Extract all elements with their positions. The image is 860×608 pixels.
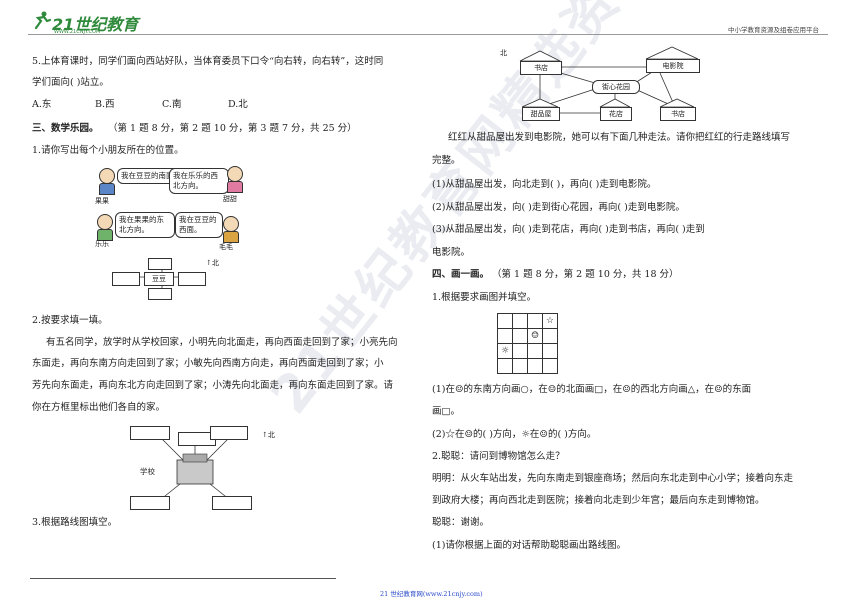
grid-cell[interactable] (542, 358, 558, 374)
footer-text: 21 世纪教育网(www.21cnjy.com) (380, 590, 483, 598)
section4-title: 四、画一画。 (432, 269, 490, 280)
q1-text: 1.请你写出每个小朋友所在的位置。 (32, 145, 184, 156)
kid-lele-body (97, 229, 113, 241)
route-intro-line1: 红红从甜品屋出发到电影院，她可以有下面几种走法。请你把红红的行走路线填写 (448, 132, 791, 143)
bubble-tiantian: 我在乐乐的西北方向。 (169, 168, 229, 194)
kid-guoguo-head (99, 168, 115, 184)
kid-maomao-body (223, 231, 239, 243)
draw-fill1: (1)在☺的东南方向画○，在☺的北面画□，在☺的西北方向画△，在☺的东面 (432, 384, 752, 395)
q2-text: 2.按要求填一填。 (32, 315, 108, 326)
option-a: A.东 (32, 99, 52, 110)
north-label-2: ↑北 (262, 431, 275, 439)
school-label: 学校 (140, 467, 155, 476)
draw-fill2: (2)☆在☺的( )方向，☼在☺的( )方向。 (432, 429, 597, 440)
kid-maomao-head (223, 216, 239, 232)
smiley-icon: ☺ (527, 328, 543, 344)
grid-cell[interactable] (512, 313, 528, 329)
route-3-line2: 电影院。 (432, 247, 471, 258)
q3-text: 3.根据路线图填空。 (32, 517, 118, 528)
grid-cell[interactable] (527, 358, 543, 374)
mingming-line2: 到政府大楼；再向西北走到医院；接着向北走到少年宫；最后向东走到博物馆。 (432, 495, 765, 506)
answer-box-north[interactable] (148, 258, 172, 270)
section3-title: 三、数学乐园。 (32, 123, 99, 134)
home-box-5[interactable] (212, 496, 252, 510)
section3-note: （第 1 题 8 分，第 2 题 10 分，第 3 题 7 分，共 25 分） (108, 123, 357, 134)
grid-cell[interactable] (512, 343, 528, 359)
grid-cell[interactable] (497, 358, 513, 374)
answer-box-south[interactable] (148, 288, 172, 300)
logo: 21世纪教育 WWW.21CNJY.COM (32, 10, 142, 35)
route-3-line1: (3)从甜品屋出发，向( )走到花店，再向( )走到书店，再向( )走到 (432, 224, 705, 235)
home-box-3[interactable] (210, 426, 248, 440)
route-map (519, 46, 699, 114)
kid-tiantian-head (227, 166, 243, 182)
route-intro-line2: 完整。 (432, 155, 461, 166)
grid-cell[interactable] (497, 328, 513, 344)
grid-cell[interactable] (497, 313, 513, 329)
grid-cell[interactable] (542, 328, 558, 344)
map-place-bookstore-2: 书店 (660, 107, 696, 121)
grid-cell[interactable] (512, 358, 528, 374)
map-place-cinema: 电影院 (646, 59, 700, 73)
draw-q2: 2.聪聪：请问到博物馆怎么走？ (432, 451, 565, 462)
logo-text: 21世纪教育 (52, 15, 139, 34)
map-place-garden: 街心花园 (592, 80, 640, 94)
home-box-4[interactable] (130, 496, 170, 510)
grid-cell[interactable] (542, 343, 558, 359)
kids-illustration: 果果 我在豆豆的南面。 我在乐乐的西北方向。 甜甜 乐乐 我在果果的东北方向。 … (95, 162, 255, 254)
grid-cell[interactable] (512, 328, 528, 344)
kid-lele-head (97, 214, 113, 230)
kid-label-guoguo: 果果 (95, 197, 109, 205)
drawing-grid: ☆ ☺ ☼ (497, 313, 558, 374)
map-place-bookstore-1: 书店 (520, 61, 562, 75)
footer-divider (30, 578, 336, 579)
congcong-thanks: 聪聪：谢谢。 (432, 517, 490, 528)
home-box-1[interactable] (130, 426, 170, 440)
mingming-line1: 明明：从火车站出发，先向东南走到银座商场；然后向东北走到中心小学；接着向东走 (432, 473, 794, 484)
north-label-1: ↑北 (206, 259, 219, 267)
grid-cell[interactable] (527, 313, 543, 329)
option-d: D.北 (228, 99, 248, 110)
center-box-doudou: 豆豆 (144, 272, 174, 286)
sun-icon: ☼ (497, 343, 513, 359)
draw-fill1b: 画□。 (432, 406, 460, 417)
kid-label-lele: 乐乐 (95, 240, 109, 248)
option-c: C.南 (162, 99, 182, 110)
kid-tiantian-body (227, 181, 243, 193)
route-2: (2)从甜品屋出发，向( )走到街心花园，再向( )走到电影院。 (432, 202, 685, 213)
q2-line3: 芳先向东面走，再向东北方向走回到了家；小涛先向北面走，再向东面走回到了家。请 (32, 380, 394, 391)
map-place-dessert: 甜品屋 (522, 107, 560, 121)
kid-guoguo-body (99, 183, 115, 195)
option-b: B.西 (95, 99, 115, 110)
map-north-label: 北 (500, 49, 507, 57)
kid-label-maomao: 毛毛 (219, 243, 233, 251)
draw-route-instruction: (1)请你根据上面的对话帮助聪聪画出路线图。 (432, 540, 626, 551)
draw-q1: 1.根据要求画图并填空。 (432, 292, 537, 303)
bubble-maomao: 我在豆豆的西面。 (175, 212, 223, 238)
q5-line2: 学们面向( )站立。 (32, 77, 109, 88)
answer-box-east[interactable] (178, 272, 206, 286)
bubble-lele: 我在果果的东北方向。 (115, 212, 175, 238)
star-icon: ☆ (542, 313, 558, 329)
map-place-flower: 花店 (600, 107, 632, 121)
logo-url: WWW.21CNJY.COM (54, 29, 101, 35)
header-divider (28, 34, 828, 35)
grid-cell[interactable] (527, 343, 543, 359)
q2-line2: 东面走，再向东南方向走回到了家；小敏先向西南方向走，再向西面走回到了家；小 (32, 358, 384, 369)
q2-line1: 有五名同学，放学时从学校回家，小明先向北面走，再向西面走回到了家；小亮先向 (46, 337, 398, 348)
route-1: (1)从甜品屋出发，向北走到( )，再向( )走到电影院。 (432, 179, 657, 190)
answer-box-west[interactable] (112, 272, 140, 286)
runner-logo-icon (34, 11, 52, 30)
q5-line1: 5.上体育课时，同学们面向西站好队，当体育委员下口令“向右转，向右转”，这时同 (32, 56, 384, 67)
header-platform-text: 中小学教育资源及组卷应用平台 (728, 26, 819, 34)
q2-line4: 你在方框里标出他们各自的家。 (32, 402, 166, 413)
section4-note: （第 1 题 8 分，第 2 题 10 分，共 18 分） (492, 269, 679, 280)
kid-label-tiantian: 甜甜 (223, 195, 237, 203)
